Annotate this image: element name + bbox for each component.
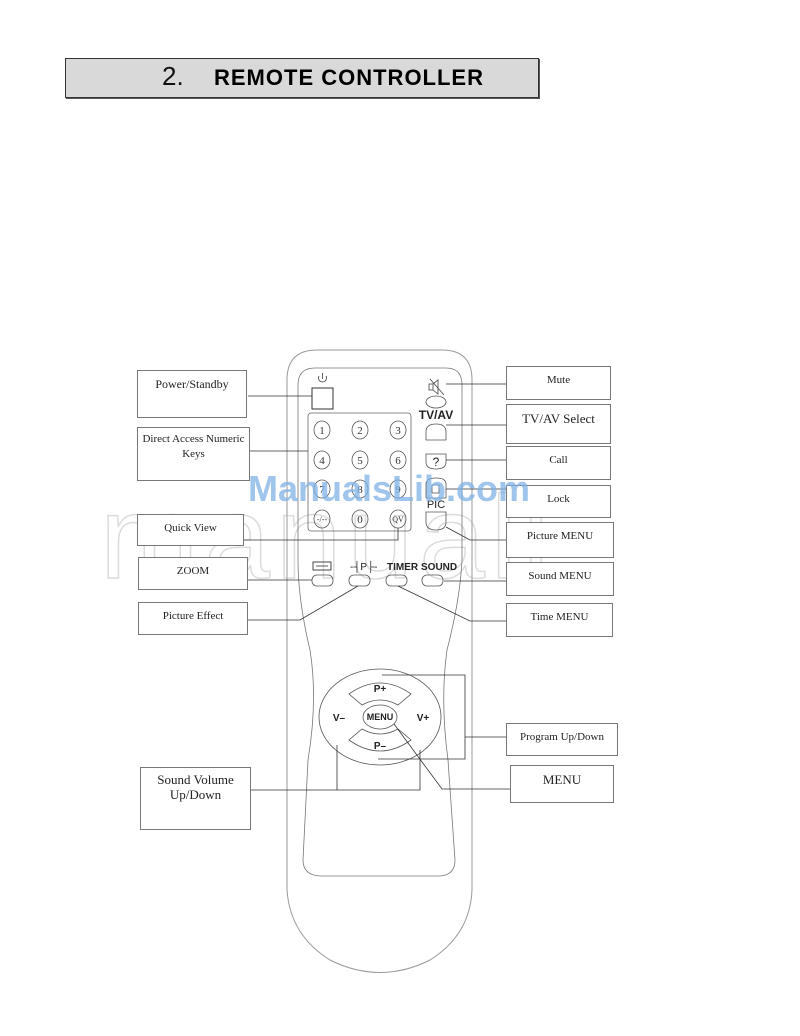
svg-text:PIC: PIC (427, 499, 445, 511)
section-title: REMOTE CONTROLLER (214, 65, 484, 90)
section-number: 2. (162, 61, 184, 91)
label-call: Call (506, 446, 611, 480)
svg-text:0: 0 (357, 514, 363, 526)
mute-icon (428, 378, 445, 396)
lock-button (425, 477, 447, 499)
mute-button (425, 395, 447, 409)
pic-button (425, 511, 447, 531)
svg-text:-/--: -/-- (317, 515, 328, 524)
dpad-up (348, 682, 412, 706)
label-mute: Mute (506, 366, 611, 400)
svg-text:2: 2 (357, 425, 363, 437)
svg-text:QV: QV (392, 515, 404, 524)
svg-text:P+: P+ (374, 684, 387, 695)
dpad (318, 668, 442, 766)
label-sound-volume: Sound Volume Up/Down (140, 767, 251, 830)
svg-text:7: 7 (319, 484, 325, 496)
zoom-button (311, 574, 334, 587)
label-picture-menu: Picture MENU (506, 522, 614, 558)
power-button (311, 387, 334, 410)
label-lock: Lock (506, 485, 611, 518)
label-power-standby: Power/Standby (137, 370, 247, 418)
power-icon (318, 373, 327, 383)
tvav-button (425, 423, 447, 441)
svg-text:MENU: MENU (367, 712, 394, 722)
remote-inner-panel (297, 367, 463, 877)
label-time-menu: Time MENU (506, 603, 613, 637)
menu-button (362, 704, 398, 730)
label-program-up-down: Program Up/Down (506, 723, 618, 756)
svg-text:SOUND: SOUND (421, 562, 457, 573)
svg-text:6: 6 (395, 455, 401, 467)
label-zoom: ZOOM (138, 557, 248, 590)
timer-button (385, 574, 408, 587)
svg-text:3: 3 (395, 425, 401, 437)
call-button (425, 453, 447, 470)
svg-text:TIMER: TIMER (387, 562, 419, 573)
section-header: 2. REMOTE CONTROLLER (65, 58, 539, 98)
svg-text:V–: V– (333, 713, 346, 724)
picture-effect-button (348, 574, 371, 587)
label-picture-effect: Picture Effect (138, 602, 248, 635)
remote-body-outline (286, 349, 473, 973)
svg-text:P–: P– (374, 741, 387, 752)
label-quick-view: Quick View (137, 514, 244, 546)
sound-button (421, 574, 444, 587)
watermark: ManualsLib.com (248, 468, 531, 509)
svg-text:9: 9 (395, 484, 401, 496)
svg-text:-┤P├-: -┤P├- (350, 560, 378, 574)
label-sound-menu: Sound MENU (506, 562, 614, 596)
svg-text:V+: V+ (417, 713, 430, 724)
svg-text:4: 4 (319, 455, 325, 467)
svg-text:TV/AV: TV/AV (419, 408, 453, 422)
numeric-keypad-frame (307, 412, 412, 532)
svg-text:1: 1 (319, 425, 325, 437)
dpad-down (348, 728, 412, 752)
svg-text:?: ? (433, 455, 440, 469)
label-menu: MENU (510, 765, 614, 803)
label-numeric-keys: Direct Access Numeric Keys (137, 427, 250, 481)
label-tvav-select: TV/AV Select (506, 404, 611, 444)
svg-text:8: 8 (357, 484, 363, 496)
svg-text:5: 5 (357, 455, 363, 467)
